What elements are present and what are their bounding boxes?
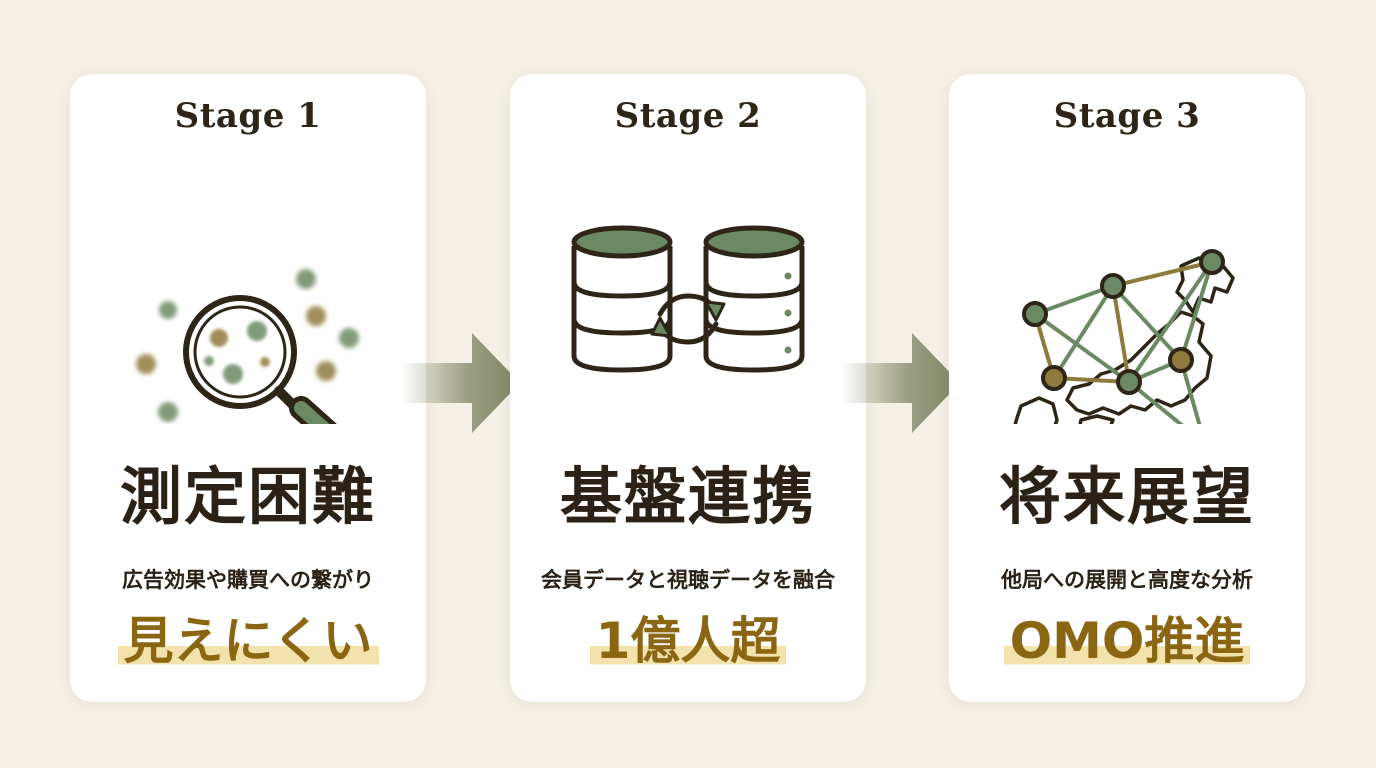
stage-highlight: 1億人超 <box>589 614 787 669</box>
stage-card-1: Stage 1 測定困難 広告効果や購買への繋がり 見 <box>70 74 426 702</box>
right-arrow-icon <box>402 333 520 433</box>
magnifying-glass-icon <box>136 269 359 424</box>
stage-description: 広告効果や購買への繋がり <box>122 568 374 592</box>
stage-title: 測定困難 <box>119 460 376 533</box>
stage-title: 基盤連携 <box>559 460 816 533</box>
stage-highlight: 見えにくい <box>117 614 379 669</box>
right-arrow-icon <box>842 333 960 433</box>
database-sync-icon <box>571 225 805 373</box>
stage-description: 会員データと視聴データを融合 <box>541 568 835 592</box>
japan-network-map-icon <box>1013 249 1235 424</box>
stage-label: Stage 1 <box>174 96 322 136</box>
stage-description: 他局への展開と高度な分析 <box>1001 568 1253 592</box>
stage-card-3: Stage 3 <box>949 74 1305 702</box>
stage-label: Stage 3 <box>1053 96 1201 136</box>
stage-highlight: OMO推進 <box>1003 614 1251 669</box>
stage-card-2: Stage 2 基盤連携 会員データと視聴データを融合 <box>510 74 866 702</box>
stage-title: 将来展望 <box>998 460 1255 533</box>
stage-label: Stage 2 <box>614 96 762 136</box>
